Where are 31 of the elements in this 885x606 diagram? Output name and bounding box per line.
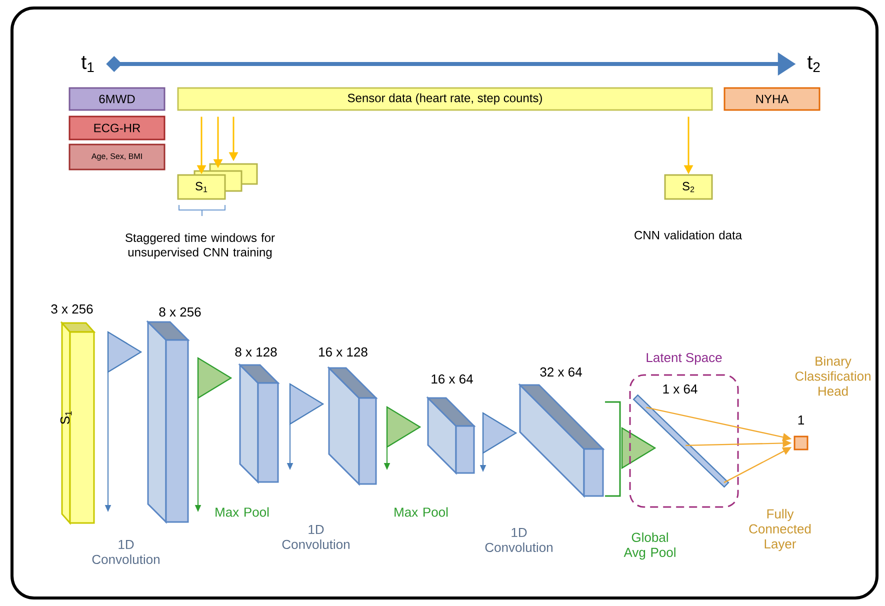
time-label: t$_{2}$ <box>807 56 820 72</box>
input-box: ECG-HR <box>68 116 166 140</box>
data-bar: Sensor data (heart rate, step counts) <box>177 87 713 111</box>
layer-label: Fully Connected Layer <box>749 508 811 552</box>
output-box: NYHA <box>724 87 820 111</box>
node-label: 1 <box>798 416 804 424</box>
window-box: S$_{2}$ <box>664 174 713 200</box>
input-box: Age, Sex, BMI <box>68 144 166 170</box>
output-square <box>794 436 808 450</box>
layer-label: Max Pool <box>394 507 448 517</box>
node-label: Staggered time windows for unsupervised CNN training <box>126 233 275 259</box>
dimension-label: 3 x 256 <box>51 304 93 314</box>
dimension-label: 1 x 64 <box>663 384 698 394</box>
node-label: S <box>60 416 70 424</box>
window-stack: S$_{1}$ <box>177 163 258 200</box>
layer-label: 1D Convolution <box>92 540 160 564</box>
node-label: Binary Classification Head <box>795 356 870 396</box>
dimension-label: 16 x 128 <box>319 347 368 357</box>
node-label: Latent Space <box>646 352 722 365</box>
time-label: t$_{1}$ <box>81 56 94 72</box>
node-label: CNN validation data <box>634 230 742 240</box>
dimension-label: 32 x 64 <box>540 367 582 377</box>
dimension-label: 8 x 128 <box>235 347 277 357</box>
input-box: 6MWD <box>68 87 166 111</box>
latent-vector-bar <box>632 394 730 488</box>
layer-label: Max Pool <box>216 507 269 517</box>
layer-label: 1D Convolution <box>282 524 350 550</box>
layer-label: 1D Convolution <box>485 528 552 552</box>
dimension-label: 16 x 64 <box>432 374 473 384</box>
layer-label: Global Avg Pool <box>624 532 676 560</box>
dimension-label: 8 x 256 <box>159 307 201 317</box>
